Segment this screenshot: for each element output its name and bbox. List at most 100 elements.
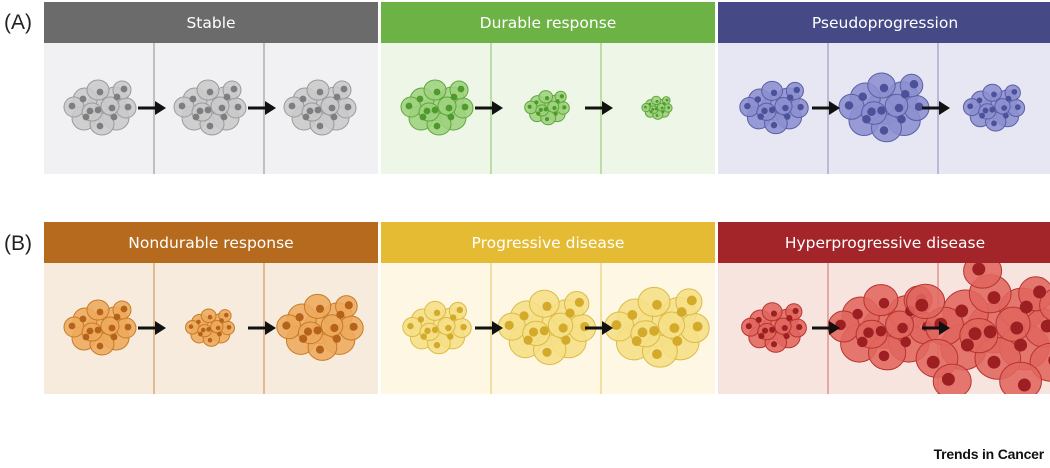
cell-nucleus: [768, 106, 776, 114]
cell-nucleus: [676, 307, 687, 317]
cell-nucleus: [783, 333, 790, 340]
cell-nucleus: [878, 297, 890, 309]
cell-nucleus: [431, 326, 439, 334]
cell-nucleus: [536, 111, 541, 116]
cell-nucleus: [542, 347, 552, 357]
cell-nucleus: [220, 113, 228, 121]
cell-nucleus: [662, 101, 666, 105]
cell-nucleus: [68, 102, 76, 110]
cell-nucleus: [206, 122, 214, 130]
cell-nucleus: [1014, 104, 1021, 111]
cell-nucleus: [313, 326, 322, 335]
cell-nucleus: [120, 85, 128, 93]
cell-nucleus: [553, 111, 558, 116]
panel-nondurable-response: Nondurable response: [44, 222, 378, 394]
cell-nucleus: [108, 104, 116, 112]
panel-diagram: [63, 263, 364, 394]
cell-nucleus: [655, 99, 659, 103]
cell-nucleus: [419, 113, 427, 121]
cell-nucleus: [332, 334, 341, 343]
cell-nucleus: [306, 107, 314, 115]
panel-diagram: [63, 43, 357, 174]
cell-nucleus: [344, 301, 353, 310]
panel-body: [44, 263, 378, 394]
cell-nucleus: [672, 336, 683, 346]
cell-nucleus: [544, 95, 550, 101]
cell-nucleus: [1033, 285, 1047, 299]
cell-nucleus: [784, 113, 791, 120]
cell-nucleus: [1040, 319, 1050, 333]
cell-nucleus: [204, 106, 212, 114]
panel-diagram: [739, 43, 1026, 174]
cell-nucleus: [113, 93, 121, 101]
cell-nucleus: [1001, 105, 1008, 111]
tumor-cluster: [641, 95, 673, 120]
cell-nucleus: [519, 311, 529, 321]
panel-body: [44, 43, 378, 174]
cell-nucleus: [456, 306, 464, 314]
cell-nucleus: [987, 291, 1001, 305]
cell-nucleus: [431, 106, 439, 114]
cell-nucleus: [124, 103, 132, 111]
cell-nucleus: [782, 104, 789, 112]
cell-nucleus: [299, 95, 307, 103]
panel-body: [718, 43, 1050, 174]
cell-nucleus: [894, 103, 904, 113]
cell-nucleus: [303, 327, 313, 336]
arrow-head: [602, 101, 613, 115]
panel-title: Hyperprogressive disease: [718, 222, 1050, 263]
cell-nucleus: [979, 112, 985, 119]
cell-nucleus: [234, 103, 242, 111]
cell-nucleus: [217, 331, 222, 337]
tumor-cluster: [524, 90, 570, 126]
cell-nucleus: [926, 355, 940, 369]
cell-nucleus: [967, 103, 974, 110]
cell-nucleus: [744, 102, 751, 110]
cell-nucleus: [288, 102, 296, 110]
cell-nucleus: [82, 333, 90, 341]
arrow-head: [939, 101, 950, 115]
cell-nucleus: [316, 122, 324, 130]
cell-nucleus: [527, 104, 532, 109]
arrow-head: [492, 101, 503, 115]
arrow-head: [265, 321, 276, 335]
cell-nucleus: [574, 297, 584, 307]
cell-nucleus: [565, 308, 575, 318]
cell-nucleus: [196, 107, 204, 115]
tumor-cluster: [283, 79, 357, 136]
arrow-head: [829, 321, 840, 335]
cell-nucleus: [989, 106, 996, 113]
cell-nucleus: [982, 107, 989, 114]
cell-nucleus: [445, 324, 452, 332]
cell-nucleus: [1010, 321, 1024, 335]
cell-nucleus: [770, 89, 778, 97]
cell-nucleus: [96, 122, 104, 130]
cell-nucleus: [655, 114, 659, 117]
cell-nucleus: [862, 115, 871, 124]
cell-nucleus: [652, 299, 662, 310]
cell-nucleus: [796, 324, 803, 331]
tumor-cluster: [962, 83, 1026, 132]
arrow-head: [155, 321, 166, 335]
cell-nucleus: [543, 107, 548, 112]
cell-nucleus: [433, 341, 441, 349]
cell-nucleus: [445, 104, 453, 112]
cell-nucleus: [315, 345, 325, 354]
arrow-head: [602, 321, 613, 335]
cell-nucleus: [188, 324, 194, 329]
cell-nucleus: [340, 85, 348, 93]
cell-nucleus: [792, 307, 799, 314]
cell-nucleus: [552, 105, 557, 111]
panel-title: Durable response: [381, 2, 715, 43]
cell-nucleus: [562, 105, 567, 110]
cell-nucleus: [686, 295, 697, 306]
cell-nucleus: [447, 333, 454, 340]
cell-nucleus: [96, 308, 104, 316]
cell-nucleus: [282, 321, 291, 330]
cell-nucleus: [879, 83, 889, 93]
cell-nucleus: [68, 322, 76, 330]
panel-progressive-disease: Progressive disease: [381, 222, 715, 394]
cell-nucleus: [457, 85, 465, 93]
cell-nucleus: [955, 304, 969, 318]
cell-nucleus: [423, 107, 431, 115]
